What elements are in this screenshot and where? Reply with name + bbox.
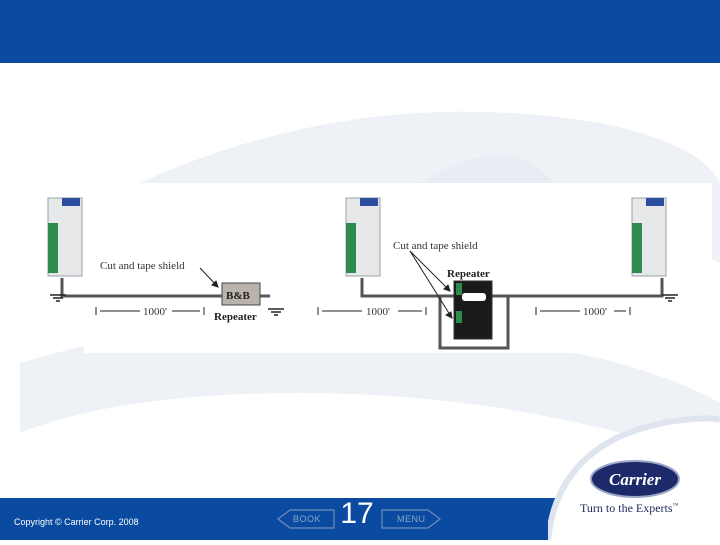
controller-module-left <box>47 197 83 277</box>
ground-icon <box>50 294 678 316</box>
copyright-text: Copyright © Carrier Corp. 2008 <box>14 517 139 527</box>
trademark-mark: ™ <box>672 503 679 509</box>
distance-label-3: 1000' <box>583 306 607 318</box>
controller-module-middle <box>345 197 381 277</box>
logo-text: Carrier <box>609 470 661 489</box>
distance-label-2: 1000' <box>366 306 390 318</box>
repeater-label-right: Repeater <box>447 268 490 280</box>
distance-label-1: 1000' <box>143 306 167 318</box>
brand-area: Carrier <box>545 412 720 541</box>
book-button[interactable]: BOOK <box>276 508 336 530</box>
network-diagram: Cut and tape shield Cut and tape shield … <box>0 183 720 353</box>
header-bar <box>0 0 720 63</box>
page-number: 17 <box>340 497 374 530</box>
left-arrow-icon <box>277 509 335 529</box>
repeater-device-right <box>453 280 493 340</box>
controller-module-right <box>631 197 667 277</box>
cut-shield-label-left: Cut and tape shield <box>100 260 185 272</box>
menu-button[interactable]: MENU <box>380 508 442 530</box>
carrier-logo <box>590 460 680 498</box>
bb-box-label: B&B <box>226 290 251 302</box>
tagline-text: Turn to the Experts <box>580 501 673 515</box>
cut-shield-label-right: Cut and tape shield <box>393 240 478 252</box>
book-label: BOOK <box>293 514 322 524</box>
tagline: Turn to the Experts™ <box>580 501 678 516</box>
menu-label: MENU <box>397 514 426 524</box>
right-arrow-icon <box>381 509 441 529</box>
bb-repeater-label: Repeater <box>214 311 257 323</box>
